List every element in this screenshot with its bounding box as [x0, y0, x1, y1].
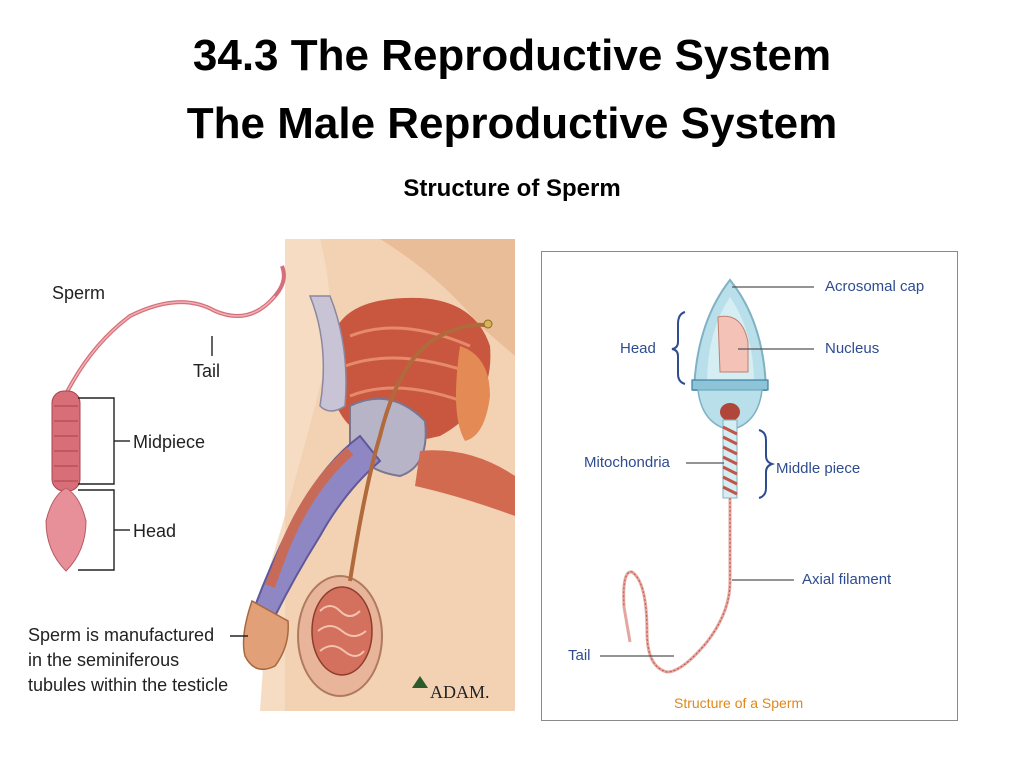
midpiece-bracket [78, 397, 115, 485]
vas-deferens [348, 322, 491, 582]
adam-logo-text: ADAM. [430, 682, 490, 702]
label-mitochondria: Mitochondria [584, 454, 671, 471]
glans [242, 599, 289, 671]
neck [720, 403, 740, 421]
label-tail: Tail [568, 647, 591, 664]
mitochondria-spiral [722, 425, 738, 496]
slide-subtitle: Structure of Sperm [403, 175, 621, 202]
seminiferous-tubules [317, 605, 367, 657]
label-head: Head [620, 340, 656, 357]
head-bracket [671, 311, 686, 385]
erectile-tissue [265, 447, 354, 588]
axial-filament-shape [622, 498, 732, 674]
structure-drawing: Acrosomal cap Head Nucleus Mitochondria … [568, 278, 924, 711]
label-head: Head [133, 521, 176, 541]
anatomy-drawing: Sperm Tail Midpiece Head Sperm is manufa… [28, 239, 515, 711]
label-sperm: Sperm [52, 283, 105, 303]
head-base [691, 379, 769, 391]
nucleus-shape [717, 315, 749, 373]
sperm-structure-diagram: Acrosomal cap Head Nucleus Mitochondria … [541, 251, 958, 721]
slide-title-line2: The Male Reproductive System [186, 99, 838, 148]
caption-line-3: tubules within the testicle [28, 675, 228, 695]
label-middle-piece: Middle piece [776, 460, 860, 477]
seminal-vesicle [456, 346, 490, 441]
caption-line-1: Sperm is manufactured [28, 625, 214, 645]
adam-logo-icon [412, 676, 428, 688]
label-acrosomal-cap: Acrosomal cap [825, 278, 924, 295]
label-midpiece: Midpiece [133, 432, 205, 452]
sperm-head [45, 487, 87, 572]
caption-line-2: in the seminiferous [28, 650, 179, 670]
diagram-caption: Structure of a Sperm [674, 695, 803, 711]
slide-title-line1: 34.3 The Reproductive System [192, 31, 832, 80]
middle-piece-bracket [758, 429, 776, 499]
pelvic-bone [308, 295, 347, 412]
sperm-anatomy-illustration: Sperm Tail Midpiece Head Sperm is manufa… [20, 236, 515, 711]
label-tail: Tail [193, 361, 220, 381]
label-axial-filament: Axial filament [802, 571, 892, 588]
rectum [415, 450, 515, 516]
label-nucleus: Nucleus [825, 340, 879, 357]
